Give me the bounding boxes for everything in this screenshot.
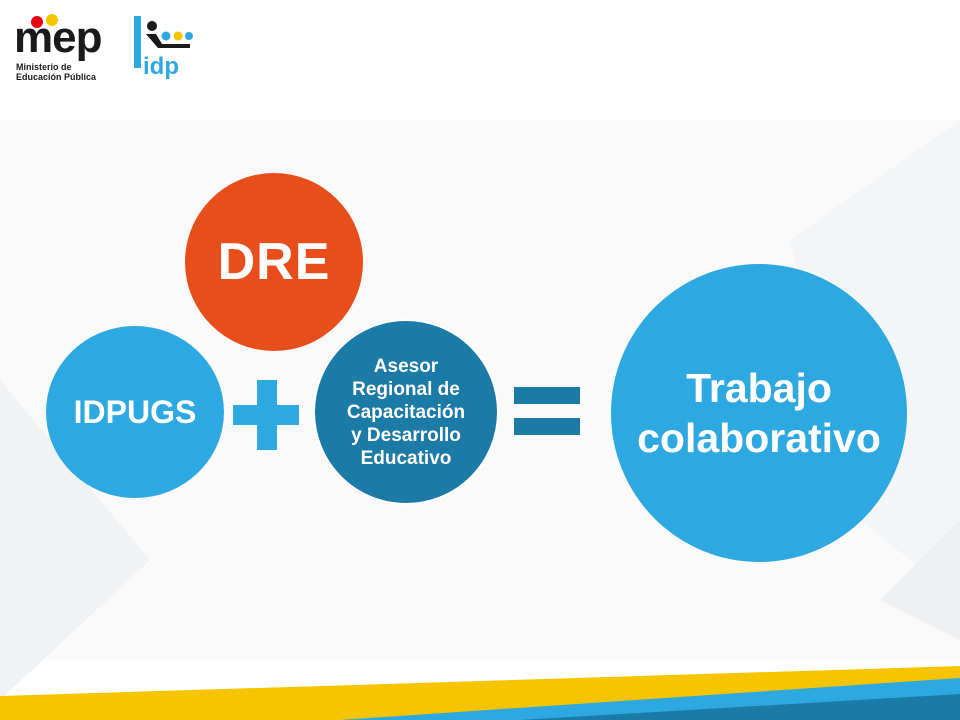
- idpugs-node: IDPUGS: [46, 326, 224, 498]
- mep-logo-yellow-dot: [46, 14, 58, 26]
- dre-label: DRE: [217, 233, 331, 291]
- result-node: Trabajo colaborativo: [611, 264, 907, 562]
- equals-icon: [514, 387, 580, 435]
- mep-logo-red-dot: [31, 16, 43, 28]
- equals-icon-bottom-bar: [514, 418, 580, 435]
- idp-logo: idp: [134, 16, 193, 80]
- mep-logo-subtitle: Ministerio de Educación Pública: [16, 62, 126, 82]
- mep-logo-subtitle-line2: Educación Pública: [16, 72, 97, 82]
- equals-icon-top-bar: [514, 387, 580, 404]
- mep-logo-subtitle-line1: Ministerio de: [16, 62, 72, 72]
- mep-logo: mep Ministerio de Educación Pública: [14, 13, 126, 86]
- dre-node: DRE: [185, 173, 363, 351]
- bottom-stripe-decoration: [0, 666, 960, 720]
- idp-logo-word: idp: [143, 53, 179, 80]
- plus-icon-horizontal-bar: [233, 405, 299, 425]
- result-label: Trabajo colaborativo: [637, 365, 881, 461]
- mep-logo-word: mep: [14, 13, 102, 62]
- asesor-label: Asesor Regional de Capacitación y Desarr…: [346, 355, 466, 469]
- idpugs-label: IDPUGS: [73, 393, 197, 430]
- asesor-node: Asesor Regional de Capacitación y Desarr…: [313, 319, 499, 505]
- plus-icon: [233, 380, 299, 450]
